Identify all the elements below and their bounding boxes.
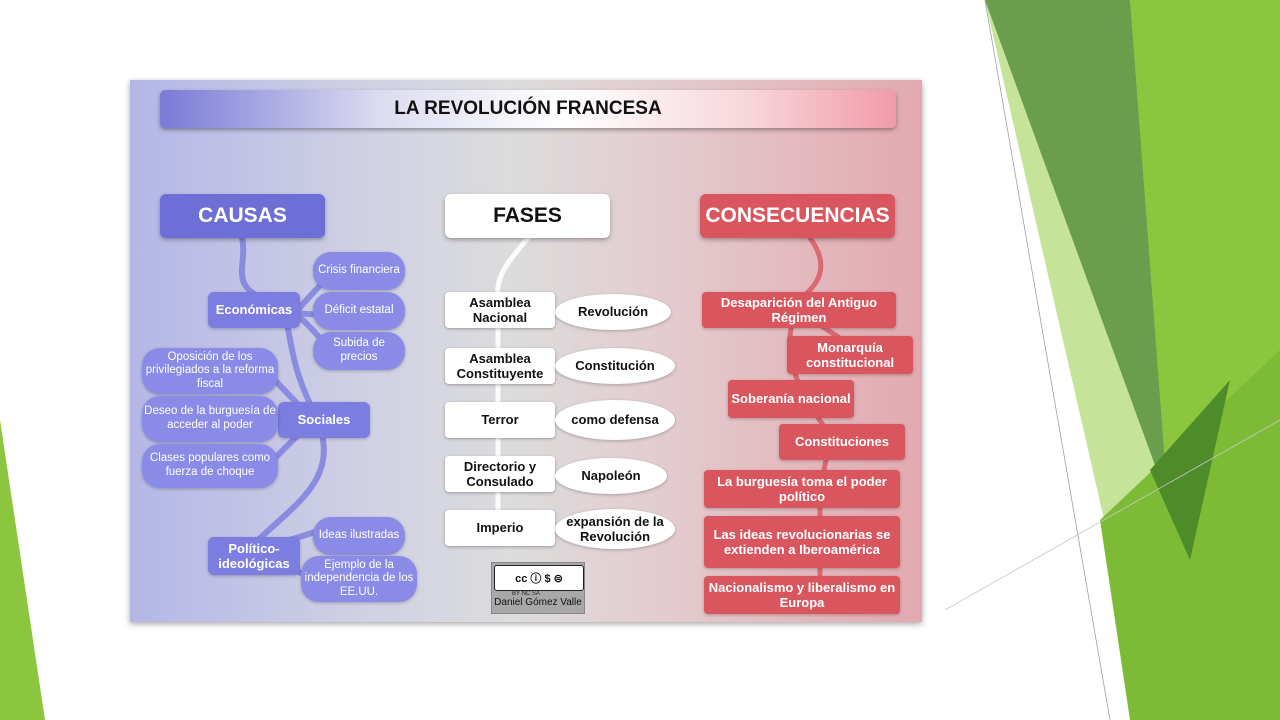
causas-heading: CAUSAS <box>160 194 325 238</box>
economicas-node: Económicas <box>208 292 300 328</box>
cc-license-terms: BY NC SA <box>512 591 540 597</box>
cause-item: Ejemplo de la independencia de los EE.UU… <box>301 556 417 602</box>
phase-note: Constitución <box>555 348 675 384</box>
consequence-item: Monarquía constitucional <box>787 336 913 374</box>
phase-node: Directorio y Consulado <box>445 456 555 492</box>
cause-item: Clases populares como fuerza de choque <box>142 444 278 488</box>
phase-note: Revolución <box>555 294 671 330</box>
cc-license-icon: cc ⓘ $ ⊜ <box>494 565 584 591</box>
cause-item: Crisis financiera <box>313 252 405 290</box>
consequence-item: Las ideas revolucionarias se extienden a… <box>704 516 900 568</box>
concept-map: LA REVOLUCIÓN FRANCESA CAUSAS FASES CONS… <box>130 80 922 622</box>
politico-node: Político-ideológicas <box>208 537 300 575</box>
cause-item: Deseo de la burguesía de acceder al pode… <box>142 396 278 442</box>
fases-heading: FASES <box>445 194 610 238</box>
consequence-item: La burguesía toma el poder político <box>704 470 900 508</box>
sociales-node: Sociales <box>278 402 370 438</box>
phase-note: como defensa <box>555 400 675 440</box>
page-title: LA REVOLUCIÓN FRANCESA <box>160 90 896 128</box>
right-green-shape-dark <box>985 0 1175 520</box>
consequence-item: Soberanía nacional <box>728 380 854 418</box>
author-credit: Daniel Gómez Valle <box>494 597 582 608</box>
phase-node: Imperio <box>445 510 555 546</box>
phase-node: Asamblea Nacional <box>445 292 555 328</box>
consecuencias-heading: CONSECUENCIAS <box>700 194 895 238</box>
phase-node: Asamblea Constituyente <box>445 348 555 384</box>
consequence-item: Nacionalismo y liberalismo en Europa <box>704 576 900 614</box>
phase-node: Terror <box>445 402 555 438</box>
consequence-item: Desaparición del Antiguo Régimen <box>702 292 896 328</box>
creative-commons-badge: cc ⓘ $ ⊜ BY NC SA Daniel Gómez Valle <box>491 562 585 614</box>
cause-item: Ideas ilustradas <box>313 517 405 555</box>
cause-item: Subida de precios <box>313 332 405 370</box>
phase-note: expansión de la Revolución <box>555 509 675 549</box>
consequence-item: Constituciones <box>779 424 905 460</box>
cause-item: Oposición de los privilegiados a la refo… <box>142 348 278 394</box>
phase-note: Napoleón <box>555 458 667 494</box>
right-green-shape-deep <box>1150 380 1230 560</box>
cause-item: Déficit estatal <box>313 292 405 330</box>
left-green-shape <box>0 420 45 720</box>
